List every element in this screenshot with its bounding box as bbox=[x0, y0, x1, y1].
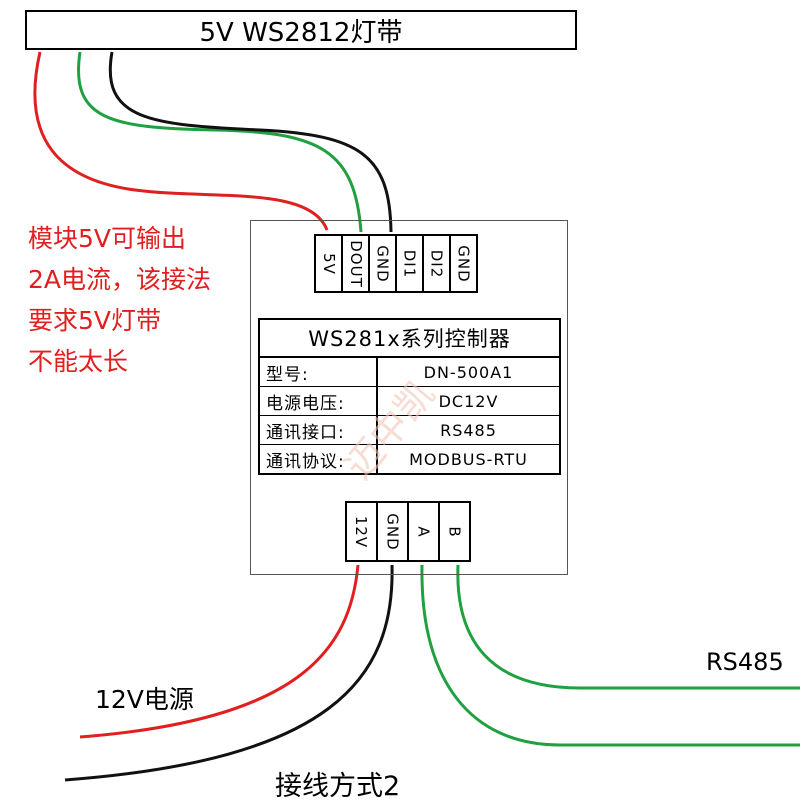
terminal-di1: DI1 bbox=[395, 234, 424, 293]
wire-12v-red bbox=[79, 564, 360, 739]
wire-gnd2-black bbox=[64, 564, 394, 782]
spec-row: 通讯协议: MODBUS-RTU bbox=[260, 445, 559, 473]
led-strip-label: 5V WS2812灯带 bbox=[199, 17, 403, 48]
terminal-5v: 5V bbox=[314, 234, 343, 293]
controller-module bbox=[250, 220, 568, 575]
terminal-a: A bbox=[407, 501, 440, 562]
spec-row: 通讯接口: RS485 bbox=[260, 416, 559, 445]
bottom-terminal-block: 12V GND A B bbox=[345, 501, 471, 562]
terminal-gnd-top: GND bbox=[368, 234, 397, 293]
spec-value: DC12V bbox=[438, 391, 499, 411]
spec-key: 电源电压: bbox=[260, 387, 378, 415]
wire-b-green bbox=[456, 564, 800, 690]
spec-title: WS281x系列控制器 bbox=[260, 320, 559, 358]
terminal-gnd-top-2: GND bbox=[449, 234, 478, 293]
terminal-12v: 12V bbox=[345, 501, 378, 562]
current-warning-note: 模块5V可输出 2A电流，该接法 要求5V灯带 不能太长 bbox=[28, 224, 212, 376]
wiring-mode-label: 接线方式2 bbox=[275, 771, 401, 802]
spec-row: 电源电压: DC12V bbox=[260, 387, 559, 416]
led-strip-box: 5V WS2812灯带 bbox=[25, 10, 577, 50]
spec-row: 型号: DN-500A1 bbox=[260, 358, 559, 387]
terminal-b: B bbox=[438, 501, 471, 562]
terminal-gnd-bottom: GND bbox=[376, 501, 409, 562]
spec-key: 通讯接口: bbox=[260, 416, 378, 444]
spec-table: WS281x系列控制器 型号: DN-500A1 电源电压: DC12V 通讯接… bbox=[258, 318, 561, 475]
spec-value: MODBUS-RTU bbox=[409, 449, 528, 469]
spec-key: 型号: bbox=[260, 358, 378, 386]
top-terminal-block: 5V DOUT GND DI1 DI2 GND bbox=[314, 234, 478, 293]
spec-key: 通讯协议: bbox=[260, 445, 378, 473]
wire-5v-red bbox=[33, 51, 329, 231]
wire-gnd-black bbox=[108, 51, 393, 233]
wire-dout-green bbox=[77, 51, 363, 233]
wire-a-green bbox=[420, 564, 800, 747]
terminal-dout: DOUT bbox=[341, 234, 370, 293]
power-supply-label: 12V电源 bbox=[95, 685, 194, 714]
terminal-di2: DI2 bbox=[422, 234, 451, 293]
spec-value: RS485 bbox=[440, 420, 497, 440]
rs485-label: RS485 bbox=[706, 648, 784, 676]
spec-value: DN-500A1 bbox=[423, 362, 514, 382]
